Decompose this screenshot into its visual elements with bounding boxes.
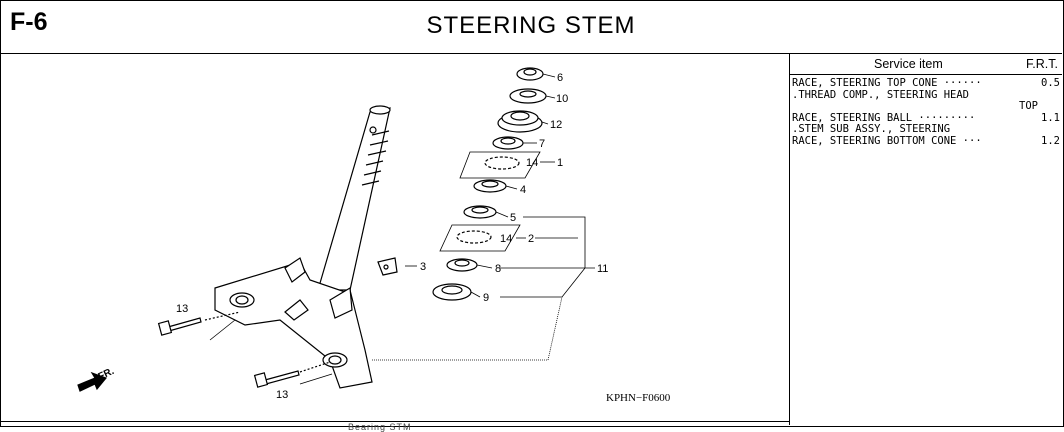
panel-divider bbox=[789, 54, 790, 425]
service-item-list: RACE, STEERING TOP CONE ······0.5 .THREA… bbox=[792, 77, 1060, 147]
callout-11: 11 bbox=[597, 263, 608, 275]
service-row: TOP bbox=[1019, 100, 1038, 112]
service-row: .THREAD COMP., STEERING HEAD bbox=[792, 88, 970, 101]
service-row: RACE, STEERING TOP CONE ······0.5 bbox=[792, 77, 1060, 89]
callout-8: 8 bbox=[495, 263, 501, 275]
callout-13a: 13 bbox=[176, 303, 188, 315]
drawing-bottom-border bbox=[0, 421, 789, 422]
callout-13b: 13 bbox=[276, 389, 288, 401]
service-table-header: Service item F.R.T. bbox=[790, 54, 1062, 75]
callout-1: 1 bbox=[557, 157, 563, 169]
frt-value: 0.5 bbox=[1041, 77, 1060, 89]
frt-value: 1.2 bbox=[1041, 134, 1060, 147]
leader-lines bbox=[209, 73, 595, 385]
front-arrow bbox=[77, 371, 108, 392]
callout-2: 2 bbox=[528, 233, 534, 245]
frt-value: 1.1 bbox=[1041, 111, 1060, 124]
exploded-parts-diagram: 6 10 12 7 14 1 4 5 14 2 3 8 11 9 13 13 F… bbox=[77, 67, 671, 404]
service-row: RACE, STEERING BOTTOM CONE ···1.2 bbox=[792, 134, 1060, 147]
bolt-upper bbox=[157, 311, 241, 336]
service-row: .STEM SUB ASSY., STEERING bbox=[792, 123, 951, 135]
callout-6: 6 bbox=[557, 72, 563, 84]
callout-5: 5 bbox=[510, 212, 516, 224]
race-stack bbox=[432, 67, 547, 301]
front-label: FR. bbox=[97, 366, 116, 383]
callout-3: 3 bbox=[420, 261, 426, 273]
bottom-bridge bbox=[214, 257, 373, 389]
callout-12: 12 bbox=[550, 119, 562, 131]
service-row: RACE, STEERING BALL ·········1.1 bbox=[792, 111, 1060, 124]
callout-14a: 14 bbox=[526, 157, 538, 169]
callout-14b: 14 bbox=[500, 233, 512, 245]
drawing-code: KPHN−F0600 bbox=[606, 392, 671, 404]
callout-10: 10 bbox=[556, 93, 568, 105]
section-code: F-6 bbox=[10, 8, 48, 36]
callout-9: 9 bbox=[483, 292, 489, 304]
col-frt: F.R.T. bbox=[1026, 57, 1058, 71]
bottom-partial-text: Bearing STM bbox=[348, 422, 412, 432]
callout-7: 7 bbox=[539, 138, 545, 150]
callout-4: 4 bbox=[520, 184, 526, 196]
col-service-item: Service item bbox=[874, 57, 943, 71]
bolt-lower bbox=[253, 361, 331, 388]
callout-numbers: 6 10 12 7 14 1 4 5 14 2 3 8 11 9 13 13 bbox=[176, 72, 608, 401]
page-title: STEERING STEM bbox=[426, 12, 636, 39]
cable-guide bbox=[377, 257, 398, 276]
page-header: F-6 STEERING STEM bbox=[0, 0, 1062, 54]
